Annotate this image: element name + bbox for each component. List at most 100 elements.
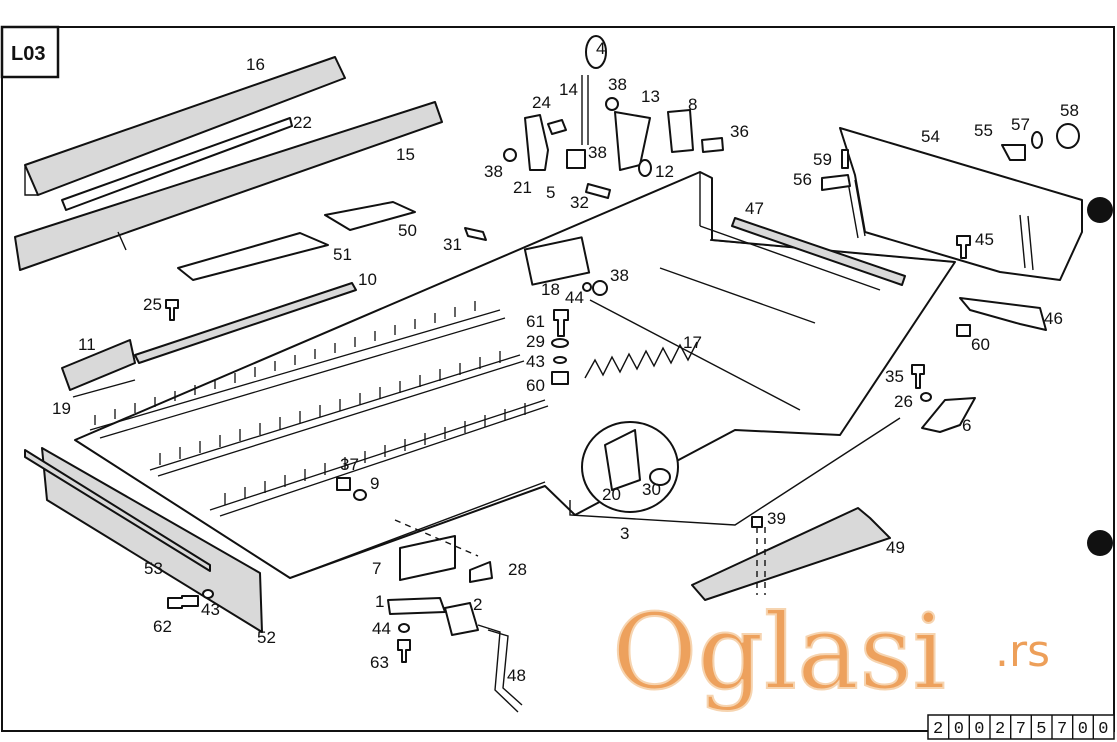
callout-59: 59 [813,150,832,169]
pin-59 [841,149,849,169]
nut-5 [566,149,586,169]
washer-9 [353,489,367,501]
washer-26 [920,392,932,402]
washer-44a [582,282,592,292]
washer-12 [638,159,652,177]
sheet-frame [1,26,1115,732]
serial-digit-1: 2 [933,720,943,739]
callout-52: 52 [257,628,276,647]
callout-18: 18 [541,280,560,299]
callout-3: 3 [620,524,629,543]
callout-5: 5 [546,183,555,202]
callout-13: 13 [641,87,660,106]
callout-22: 22 [293,113,312,132]
callout-28: 28 [508,560,527,579]
strip-47 [731,217,906,286]
serial-digit-9: 0 [1098,720,1108,739]
nut-37 [336,477,351,491]
callout-54: 54 [921,127,940,146]
callout-46: 46 [1044,309,1063,328]
strip-10 [134,282,357,364]
callout-16: 16 [246,55,265,74]
guard-46 [959,297,1047,331]
serial-digit-6: 5 [1036,720,1046,739]
callout-32: 32 [570,193,589,212]
callout-63: 63 [370,653,389,672]
plate-7 [399,535,456,581]
bolt-45 [956,235,971,259]
washer-43b [202,589,214,599]
callout-44-a: 44 [565,288,584,307]
callout-26: 26 [894,392,913,411]
bracket-51 [177,232,329,281]
assembly-guide-line [394,519,479,557]
callout-15: 15 [396,145,415,164]
bolt-31 [464,227,487,241]
callout-43-b: 43 [201,600,220,619]
callout-38-d: 38 [610,266,629,285]
callout-8: 8 [688,95,697,114]
washer-43a [553,356,567,364]
bracket-6 [921,397,976,433]
nut-38a [503,148,517,162]
callout-61: 61 [526,312,545,331]
serial-digit-8: 0 [1078,720,1088,739]
cross-member-49 [691,507,891,601]
callout-55: 55 [974,121,993,140]
plate-18 [523,236,591,286]
callout-53: 53 [144,559,163,578]
callout-29: 29 [526,332,545,351]
bolt-39 [751,516,763,528]
callout-31: 31 [443,235,462,254]
callout-49: 49 [886,538,905,557]
callout-4: 4 [596,39,605,58]
bolt-56 [821,174,851,191]
binder-hole-top [1087,197,1113,223]
bolt-61 [553,309,569,337]
watermark-brand: Oglasi [612,591,946,713]
bolt-32 [585,183,611,199]
bracket-50 [324,201,416,231]
callout-62: 62 [153,617,172,636]
callout-44-b: 44 [372,619,391,638]
strip-53 [24,449,211,572]
callout-1: 1 [375,592,384,611]
serial-number-boxes: 2 0 0 2 7 5 7 0 0 [927,714,1115,740]
binder-hole-bottom [1087,530,1113,556]
sheet-code: L03 [11,43,45,65]
crank-48 [477,624,523,713]
nut-38b [605,97,619,111]
detail-inset-20-30 [581,421,679,513]
bolt-25 [165,299,179,321]
serial-digit-2: 0 [954,720,964,739]
clip-55 [1001,144,1026,161]
arm-21 [524,114,549,171]
callout-39: 39 [767,509,786,528]
callout-24: 24 [532,93,551,112]
callout-60-b: 60 [971,335,990,354]
bolt-28 [469,561,493,583]
callout-21: 21 [513,178,532,197]
callout-25: 25 [143,295,162,314]
callout-numbers: 16 22 15 50 51 10 25 11 19 31 4 14 24 38… [52,39,1079,685]
washer-29 [551,338,569,348]
strip-11 [61,339,136,391]
callout-12: 12 [655,162,674,181]
callout-2: 2 [473,595,482,614]
callout-57: 57 [1011,115,1030,134]
callout-43-a: 43 [526,352,545,371]
bolt-39-guide [756,527,766,595]
bushing-2 [444,602,479,636]
rail-16 [24,56,346,196]
serial-digit-3: 0 [974,720,984,739]
washer-57 [1031,131,1043,149]
strip-22 [61,117,293,211]
eye-bolt-4 [581,35,607,145]
callout-38-a: 38 [484,162,503,181]
watermark-tld: .rs [995,626,1050,677]
callout-47: 47 [745,199,764,218]
serial-digit-4: 2 [995,720,1005,739]
sieve-pan-3 [74,171,956,579]
callout-38-c: 38 [588,143,607,162]
